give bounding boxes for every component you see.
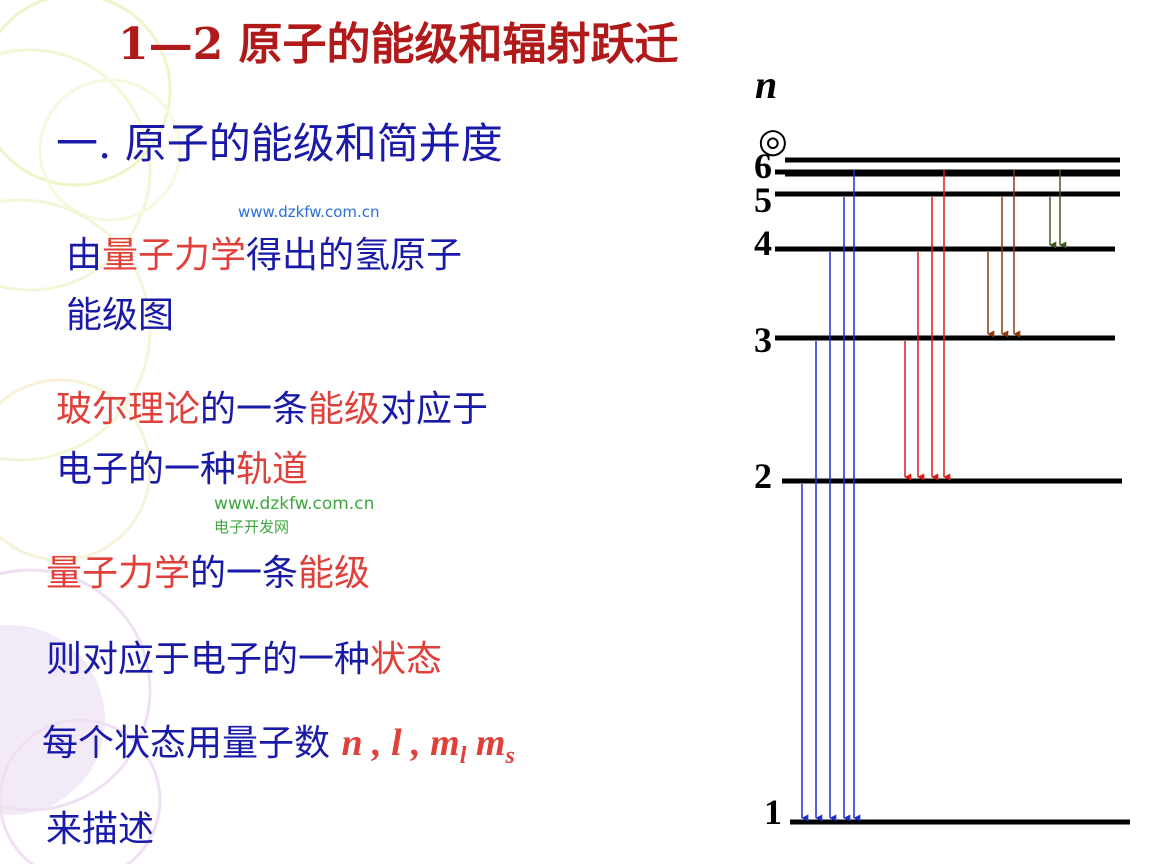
formula-m: m [475, 722, 506, 764]
watermark-url-mid: www.dzkfw.com.cn [214, 494, 375, 514]
para4-text-a: 则对应于电子的一种 [46, 639, 371, 680]
formula-comma: , [401, 722, 431, 764]
para2-text-c: 能级 [308, 389, 381, 430]
para3-text-b: 的一条 [190, 553, 299, 594]
para5-line: 每个状态用量子数 n , l , ml ms [42, 714, 515, 770]
para3-line: 量子力学的一条能级 [46, 544, 370, 596]
para2-text-e: 电子的一种 [56, 449, 237, 490]
quantum-numbers-formula: n , l , ml ms [341, 722, 514, 769]
formula-space [466, 722, 476, 764]
formula-ml-subscript: l [459, 743, 467, 769]
energy-level-label-3: 3 [754, 320, 772, 360]
infinity-level-icon: ◎ [758, 121, 788, 161]
formula-m: m [430, 722, 460, 764]
para1-text-b: 量子力学 [102, 235, 247, 276]
para3-text-c: 能级 [298, 553, 371, 594]
para3-text-a: 量子力学 [46, 553, 191, 594]
para4-line: 则对应于电子的一种状态 [46, 630, 442, 682]
energy-levels: 1 2 3 456 [754, 146, 1130, 832]
axis-label-n: n [755, 62, 777, 107]
energy-level-label-2: 2 [754, 456, 772, 496]
energy-level-label-6: 6 [754, 146, 772, 186]
para2-line2: 电子的一种轨道 [56, 440, 308, 492]
energy-level-label-4: 4 [754, 223, 772, 263]
watermark-name-mid: 电子开发网 [214, 518, 290, 536]
para5-text: 每个状态用量子数 [42, 723, 331, 764]
para1-line1: 由量子力学得出的氢原子 [66, 226, 462, 278]
para2-text-a: 玻尔理论 [56, 389, 201, 430]
energy-level-label-1: 1 [764, 792, 782, 832]
para1-text-a: 由 [66, 235, 103, 276]
para1-text-c: 得出的氢原子 [246, 235, 463, 276]
formula-l: l [391, 722, 402, 764]
energy-level-label-5: 5 [754, 180, 772, 220]
formula-ms-subscript: s [505, 743, 515, 769]
para2-text-b: 的一条 [200, 389, 309, 430]
para6-line: 来描述 [46, 809, 155, 850]
formula-comma: , [362, 722, 392, 764]
formula-n: n [341, 722, 363, 764]
energy-level-diagram: n ◎ 1 2 3 456 [754, 62, 1130, 832]
para2-text-f: 轨道 [236, 449, 309, 490]
para2-line1: 玻尔理论的一条能级对应于 [56, 380, 488, 432]
page-title: 1—2 原子的能级和辐射跃迁 [118, 19, 679, 70]
para1-line2: 能级图 [66, 295, 175, 336]
watermark-url-top: www.dzkfw.com.cn [238, 203, 380, 221]
section-heading: 一. 原子的能级和简并度 [56, 119, 503, 168]
transitions [801, 170, 1067, 822]
para4-text-b: 状态 [370, 639, 443, 680]
para2-text-d: 对应于 [380, 389, 489, 430]
